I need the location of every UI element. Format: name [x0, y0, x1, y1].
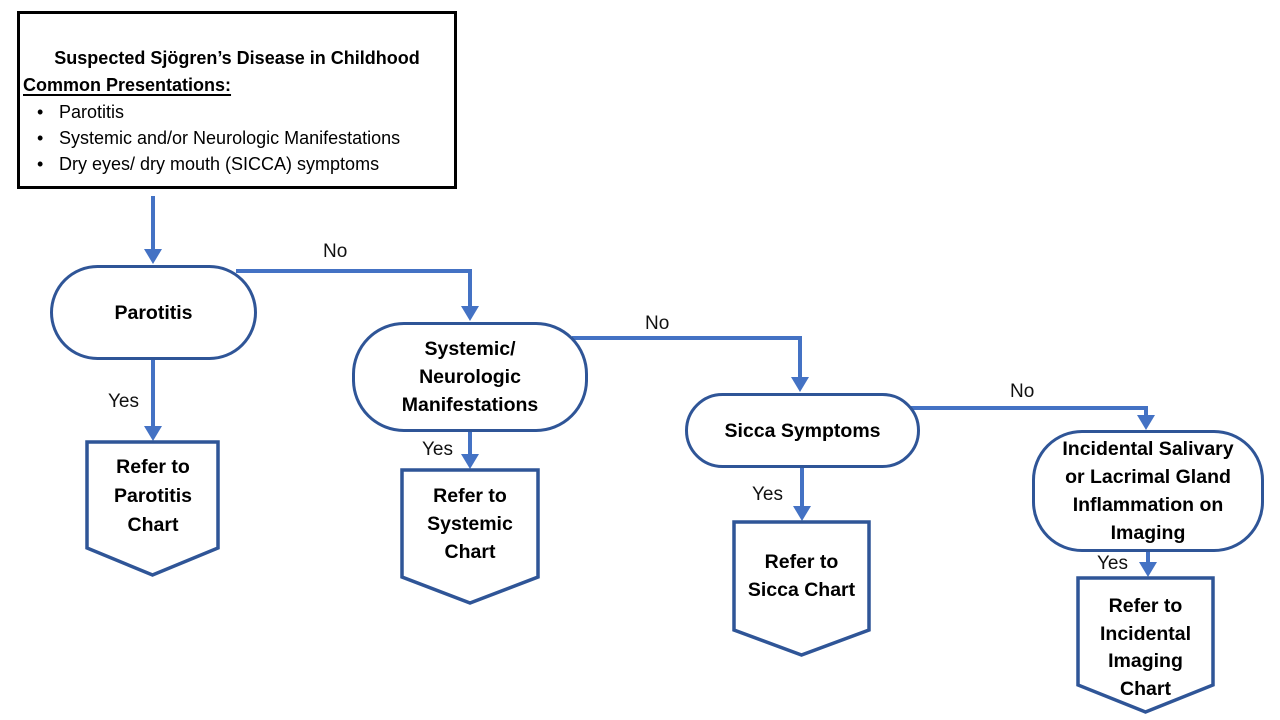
terminal-sicca-chart-shape: [732, 520, 871, 657]
edge-label-no-sicca: No: [1010, 381, 1035, 402]
edge-label-yes-incidental: Yes: [1097, 553, 1128, 574]
edge-label-yes-systemic: Yes: [422, 439, 453, 460]
list-item-text: Dry eyes/ dry mouth (SICCA) symptoms: [59, 154, 380, 174]
terminal-sicca-chart-label: Refer to Sicca Chart: [747, 551, 856, 601]
bullet-icon: •: [37, 102, 44, 122]
list-item: • Parotitis: [20, 99, 454, 125]
edge-no-sicca-to-incidental: [906, 406, 1155, 430]
start-box-subtitle: Common Presentations:: [23, 75, 232, 95]
node-label: Parotitis: [114, 301, 193, 324]
edge-label-yes-sicca: Yes: [752, 484, 783, 505]
node-label: or Lacrimal Gland: [1065, 466, 1231, 488]
list-item: • Dry eyes/ dry mouth (SICCA) symptoms: [20, 151, 454, 177]
node-label: Sicca Symptoms: [724, 419, 881, 442]
terminal-systemic-chart-shape: [400, 468, 540, 605]
terminal-incidental-chart-label: Refer to Incidental Imaging Chart: [1099, 595, 1192, 700]
node-incidental-imaging: Incidental Salivary or Lacrimal Gland In…: [1032, 430, 1264, 552]
node-parotitis: Parotitis: [50, 265, 257, 360]
list-item-text: Systemic and/or Neurologic Manifestation…: [59, 128, 401, 148]
edge-label-yes-parotitis: Yes: [108, 391, 139, 412]
node-label: Imaging: [1110, 522, 1186, 544]
list-item: • Systemic and/or Neurologic Manifestati…: [20, 125, 454, 151]
terminal-incidental-chart-shape: [1076, 576, 1215, 714]
node-label: Inflammation on: [1072, 494, 1224, 516]
node-label: Manifestations: [401, 394, 539, 416]
edge-label-no-parotitis: No: [323, 241, 348, 262]
start-box: Suspected Sjögren’s Disease in Childhood…: [17, 11, 457, 189]
node-label: Systemic/: [424, 338, 516, 360]
terminal-parotitis-chart-label: Refer to Parotitis Chart: [113, 456, 193, 536]
list-item-text: Parotitis: [59, 102, 125, 122]
edge-no-systemic-to-sicca: [572, 336, 809, 392]
node-sicca-symptoms: Sicca Symptoms: [685, 393, 920, 468]
edge-no-parotitis-to-systemic: [236, 269, 479, 321]
terminal-parotitis-chart-shape: [85, 440, 220, 577]
edge-label-no-systemic: No: [645, 313, 670, 334]
start-box-title: Suspected Sjögren’s Disease in Childhood: [54, 48, 420, 68]
node-label: Neurologic: [419, 366, 521, 388]
node-systemic-neurologic: Systemic/ Neurologic Manifestations: [352, 322, 588, 432]
bullet-icon: •: [37, 154, 44, 174]
bullet-icon: •: [37, 128, 44, 148]
terminal-systemic-chart-label: Refer to Systemic Chart: [427, 485, 513, 563]
presentation-list: • Parotitis • Systemic and/or Neurologic…: [20, 99, 454, 177]
node-label: Incidental Salivary: [1062, 438, 1234, 460]
